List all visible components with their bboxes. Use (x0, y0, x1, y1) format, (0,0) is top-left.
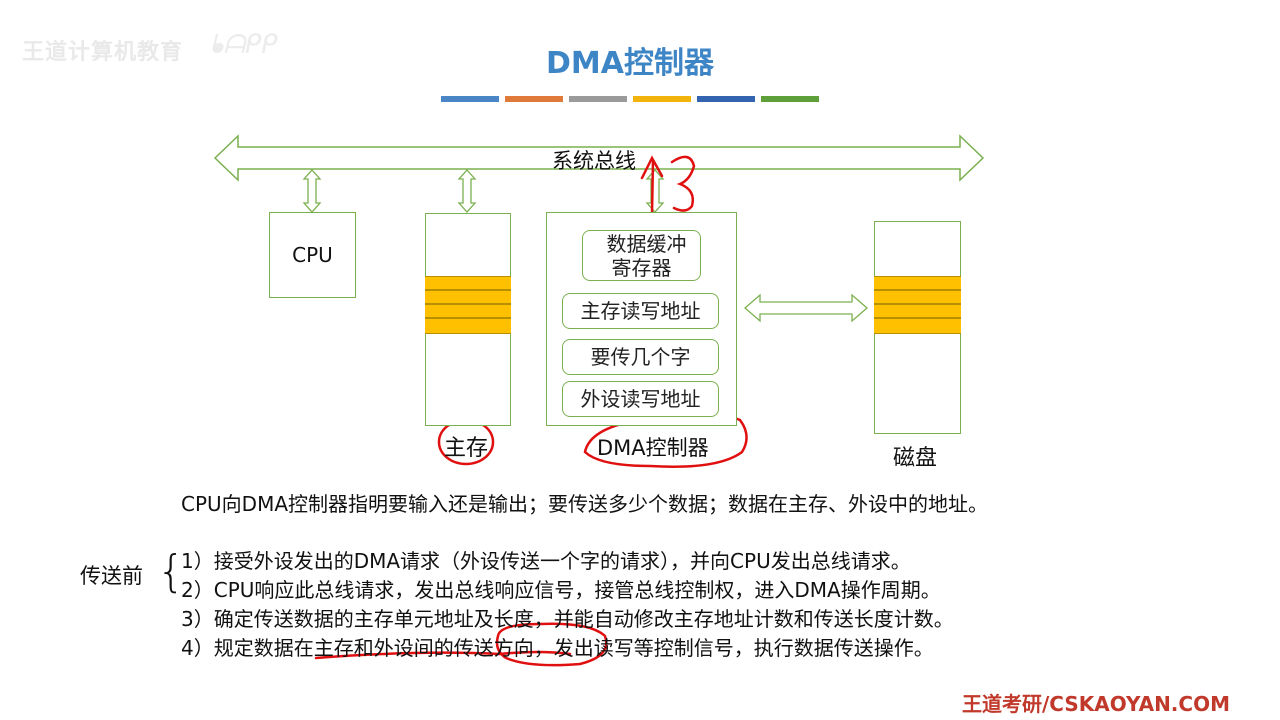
system-bus-arrow (213, 134, 985, 182)
cpu-bus-connector (302, 169, 322, 213)
title-colorbar (633, 96, 691, 102)
title-colorbar (569, 96, 627, 102)
memory-stripe (425, 304, 511, 318)
title-colorbar (441, 96, 499, 102)
description-text: CPU向DMA控制器指明要输入还是输出；要传送多少个数据；数据在主存、外设中的地… (181, 492, 989, 516)
memory-stripe (425, 318, 511, 334)
data-buffer-label-2: 寄存器 (611, 256, 672, 280)
footer-brand: 王道考研/CSKAOYAN.COM (962, 692, 1230, 716)
watermark-logo: ᖲᗩᑭᑭ (210, 30, 278, 60)
disk-stripe (874, 276, 961, 290)
dma-controller-label: DMA控制器 (597, 436, 709, 460)
memory-bus-connector (457, 169, 477, 213)
step-item: 4）规定数据在主存和外设间的传送方向，发出读写等控制信号，执行数据传送操作。 (181, 636, 934, 660)
disk-stripe (874, 318, 961, 334)
annotation-circle-direction (495, 622, 608, 667)
cpu-box: CPU (269, 212, 356, 298)
title-colorbar (697, 96, 755, 102)
annotation-up-arrow (640, 155, 664, 216)
dma-disk-connector (744, 293, 868, 323)
word-count-register: 要传几个字 (562, 339, 719, 375)
brace-icon: { (157, 546, 185, 597)
step-item: 3）确定传送数据的主存单元地址及长度，并能自动修改主存地址计数和传送长度计数。 (181, 607, 954, 631)
data-buffer-label-1: 数据缓冲 (606, 232, 687, 256)
title-colorbars (441, 96, 819, 102)
annotation-squiggle (670, 155, 696, 212)
system-bus-label: 系统总线 (552, 149, 636, 173)
step-item: 1）接受外设发出的DMA请求（外设传送一个字的请求），并向CPU发出总线请求。 (181, 549, 911, 573)
memory-stripe (425, 276, 511, 290)
memory-label: 主存 (444, 436, 489, 461)
watermark-text: 王道计算机教育 (22, 40, 184, 65)
memory-address-register: 主存读写地址 (562, 293, 719, 329)
cpu-label: CPU (292, 243, 333, 267)
title-colorbar (761, 96, 819, 102)
device-address-register: 外设读写地址 (562, 381, 719, 417)
disk-stripe (874, 290, 961, 304)
data-buffer-register: 数据缓冲 寄存器 (582, 230, 701, 281)
annotation-underline (314, 650, 572, 660)
disk-label: 磁盘 (893, 446, 938, 471)
memory-stripe (425, 290, 511, 304)
slide-title: DMA控制器 (546, 46, 714, 81)
dma-bus-connector (645, 169, 665, 213)
before-transfer-label: 传送前 (80, 564, 143, 588)
disk-stripe (874, 304, 961, 318)
step-item: 2）CPU响应此总线请求，发出总线响应信号，接管总线控制权，进入DMA操作周期。 (181, 578, 941, 602)
title-colorbar (505, 96, 563, 102)
